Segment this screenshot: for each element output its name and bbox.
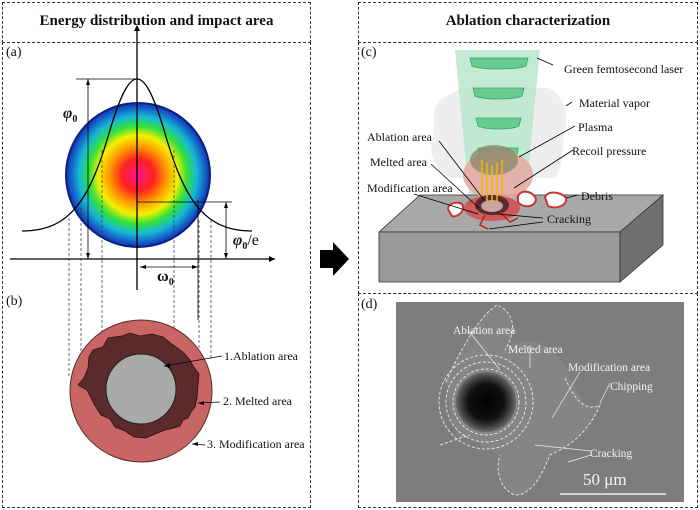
annotation-modification-area: 3. Modification area [207, 437, 305, 451]
ablation-crater [481, 200, 503, 212]
sem-annotation-cracking: Cracking [590, 448, 633, 460]
ablation-boundary [452, 368, 520, 436]
annotation-ablation: Ablation area [367, 130, 432, 144]
annotation-vapor: Material vapor [579, 96, 650, 110]
sem-annotation-modification: Modification area [568, 362, 651, 374]
omega-symbol: ω [157, 268, 169, 285]
phi0-label: φ0 [63, 105, 77, 125]
sem-annotation-melted: Melted area [508, 344, 563, 356]
panel-a-label: (a) [6, 45, 22, 60]
left-section-title: Energy distribution and impact area [39, 13, 274, 29]
cracks [478, 211, 519, 230]
omega0-label: ω0 [157, 268, 174, 288]
divide-e: /e [247, 232, 259, 249]
phi-symbol: φ [233, 232, 243, 249]
scale-bar-label: 50 μm [583, 470, 627, 489]
chipping-boundary [439, 304, 601, 496]
modification-boundary [438, 354, 534, 450]
phi-symbol: φ [63, 105, 73, 122]
block-side [619, 194, 664, 283]
panel-d-frame [358, 293, 698, 508]
annotation-cracking: Cracking [547, 212, 591, 226]
panel-d-label: (d) [361, 297, 378, 312]
panel-b-label: (b) [6, 294, 23, 309]
debris-3 [517, 190, 538, 208]
annotation-plasma: Plasma [578, 120, 613, 134]
right-section-title: Ablation characterization [445, 13, 611, 29]
lens-2 [472, 87, 525, 100]
left-panel-frame [2, 42, 311, 508]
lens-1 [469, 57, 529, 70]
lens-3 [475, 117, 522, 130]
sem-annotation-ablation: Ablation area [453, 325, 516, 337]
sem-annotation-chipping: Chipping [610, 381, 653, 393]
annotation-laser: Green femtosecond laser [564, 62, 684, 76]
annotation-melted-area: 2. Melted area [223, 394, 292, 408]
crater [456, 372, 516, 432]
omega-subscript: 0 [168, 277, 174, 289]
ablation-area-circle [105, 353, 177, 425]
phi0-over-e-label: φ0/e [233, 232, 259, 252]
annotation-debris: Debris [581, 189, 613, 203]
phi-subscript: 0 [72, 114, 78, 126]
annotation-melted: Melted area [370, 155, 427, 169]
annotation-modification: Modification area [367, 181, 453, 195]
phi-subscript: 0 [242, 241, 248, 253]
melted-boundary [445, 361, 527, 443]
annotation-ablation-area: 1.Ablation area [224, 349, 298, 363]
panel-c-label: (c) [361, 45, 377, 60]
annotation-recoil: Recoil pressure [572, 144, 647, 158]
